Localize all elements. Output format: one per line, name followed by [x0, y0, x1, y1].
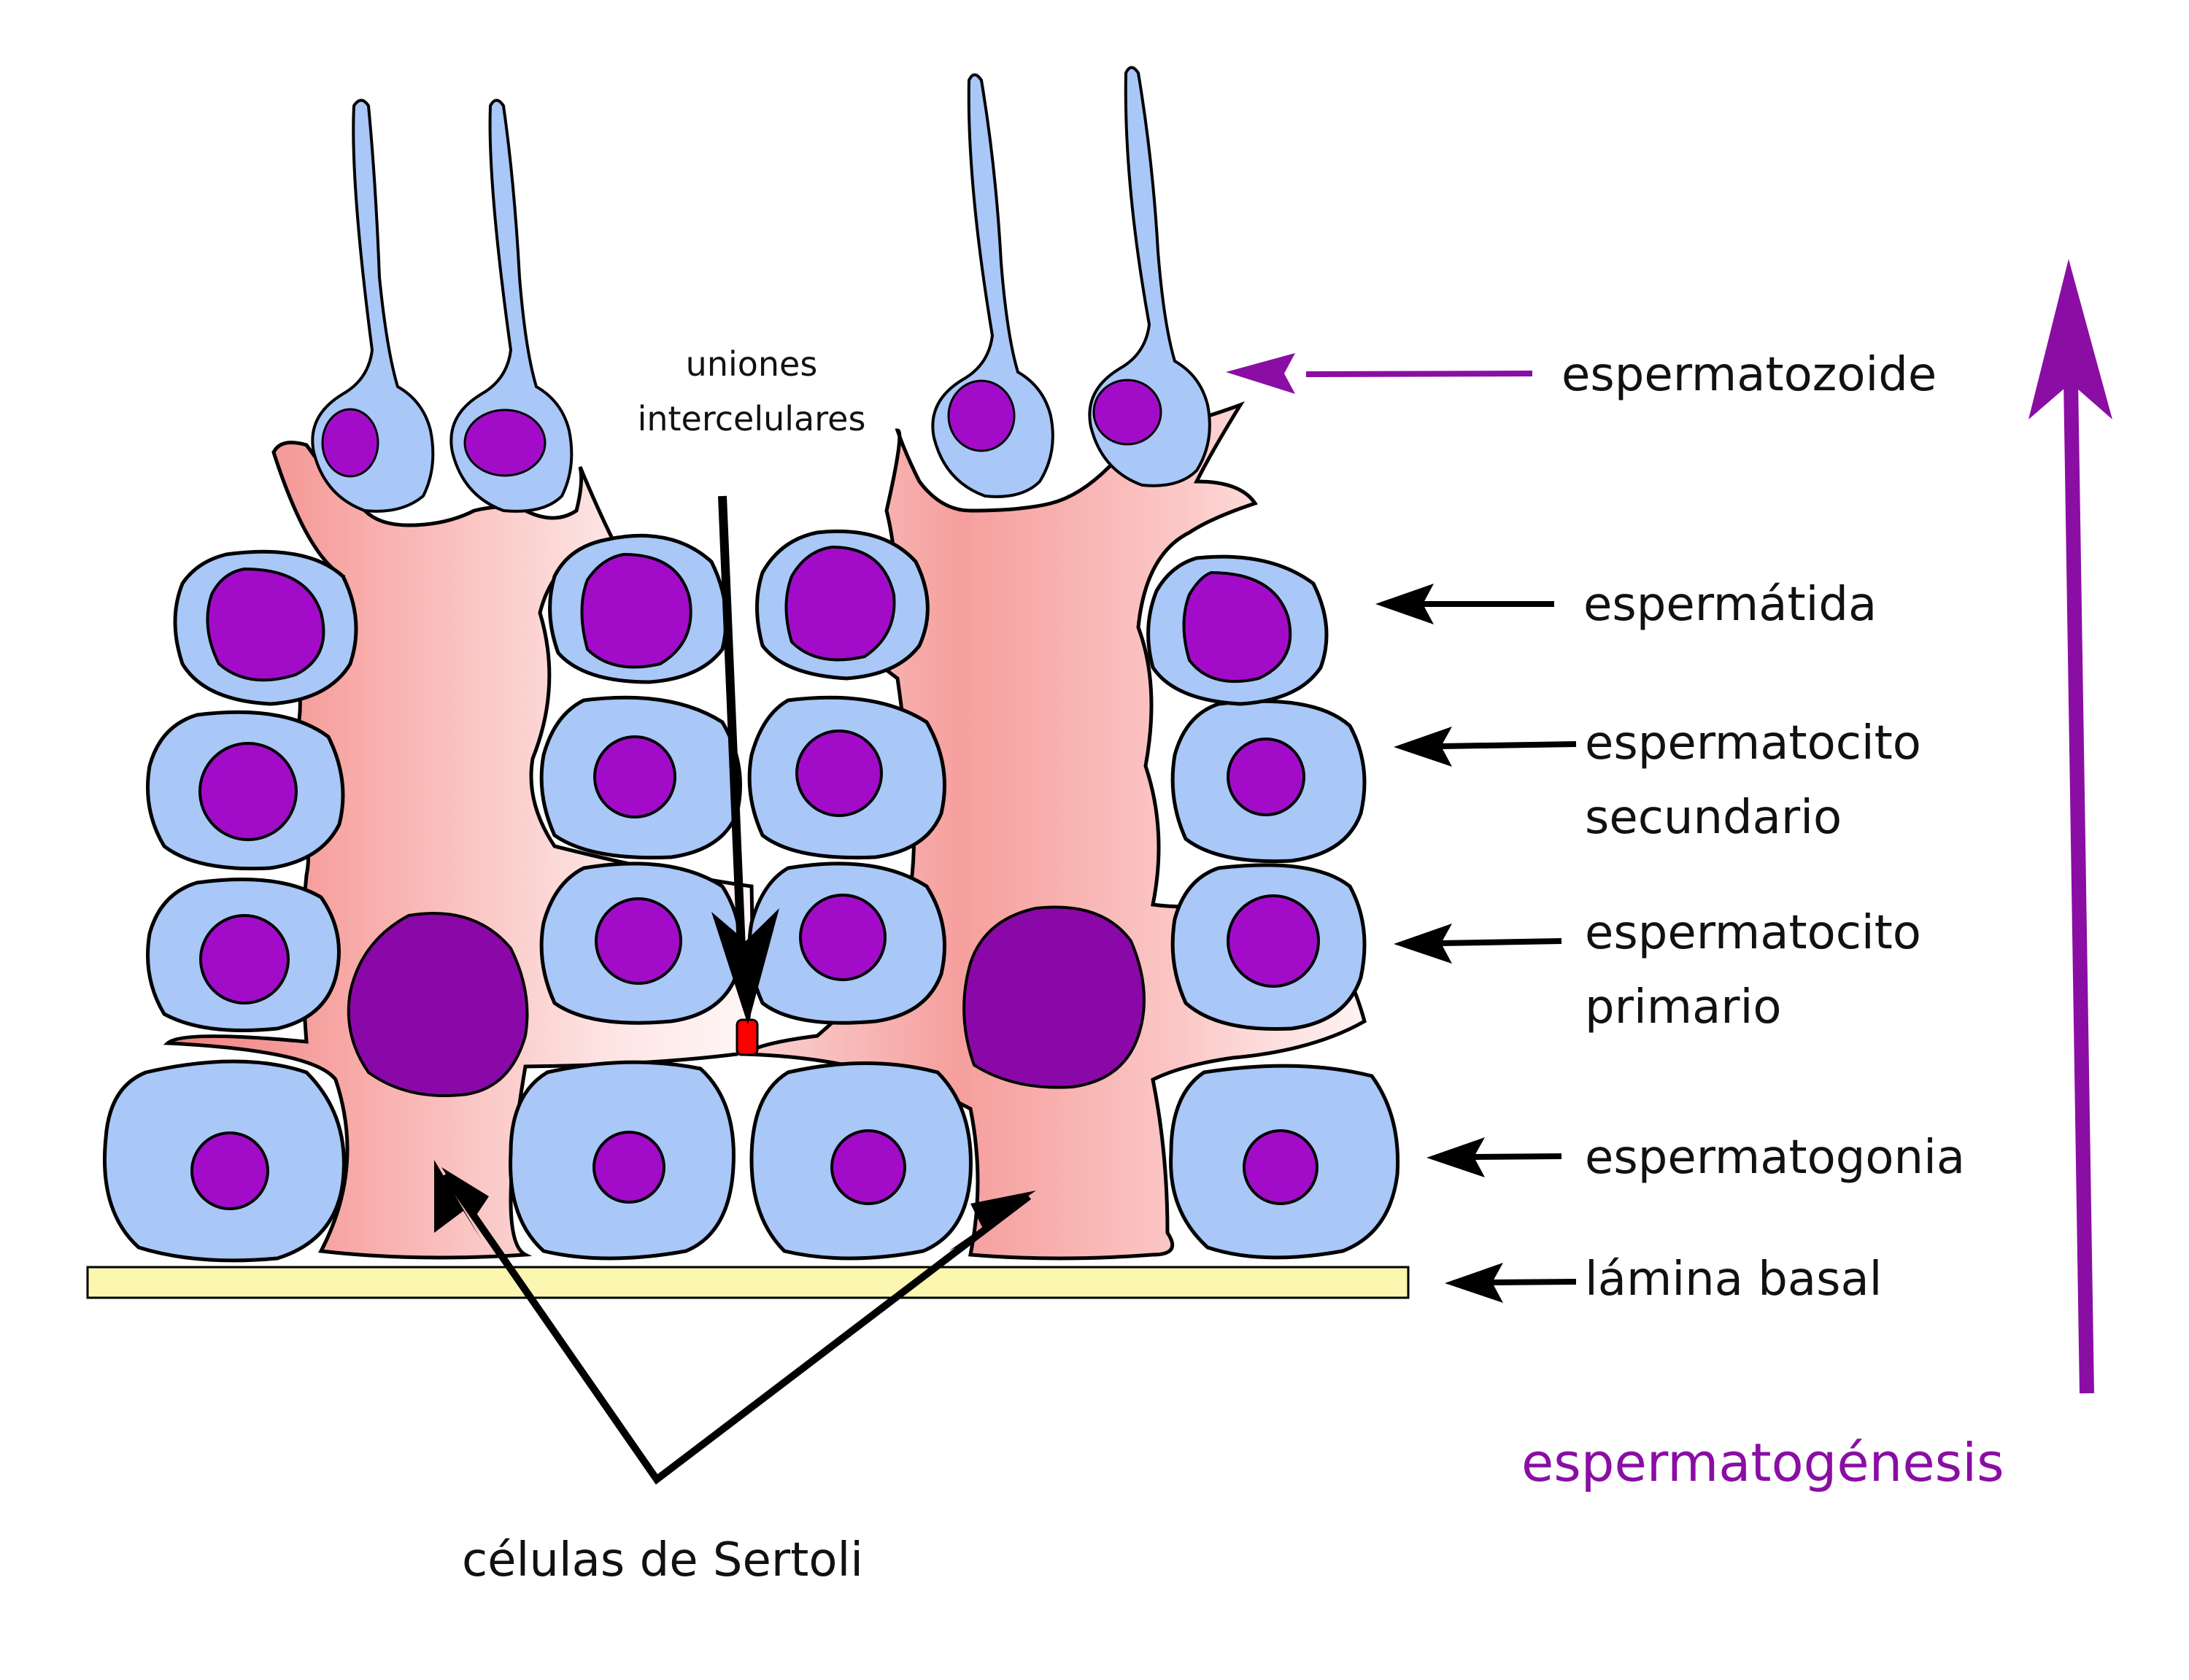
secondary-spermatocyte-nucleus	[1227, 738, 1305, 816]
junction-arrow	[711, 495, 779, 1025]
spermatogonium-nucleus	[592, 1131, 665, 1204]
spermatogonium-nucleus	[830, 1129, 906, 1205]
spermatogonia-cells	[102, 1059, 1400, 1263]
spermatozoon	[449, 98, 574, 513]
sertoli-nucleus-left	[347, 912, 529, 1097]
espermatocito-primario-label-line2: primario	[1585, 980, 1782, 1034]
secondary-spermatocyte-nucleus	[795, 729, 883, 817]
espermatocito-secundario-label-line1: espermatocito	[1585, 716, 1921, 770]
spermatozoon-arrow	[1305, 371, 1533, 377]
spermatozoon-nucleus	[321, 408, 379, 478]
spermatogenesis-direction-arrow	[2028, 259, 2112, 1394]
spermatozoon	[311, 98, 435, 513]
sertoli-nucleus-right	[962, 905, 1146, 1089]
secondary-spermatocyte-nucleus	[198, 742, 298, 841]
espermatozoide-label: espermatozoide	[1561, 348, 1937, 402]
lamina-basal-label: lámina basal	[1585, 1253, 1882, 1307]
spermatid-nucleus	[206, 567, 325, 682]
uniones-label-line1: uniones	[686, 344, 818, 384]
espermatocito-primario-label-line1: espermatocito	[1585, 906, 1921, 960]
sertoli-arrows	[434, 1160, 1036, 1485]
spermatozoon-nucleus	[1092, 379, 1162, 446]
spermatogonium-arrow	[1473, 1153, 1562, 1160]
label-arrows	[1226, 353, 1577, 1303]
espermatogonia-label: espermatogonia	[1585, 1131, 1965, 1185]
spermatid-cells	[173, 529, 1329, 706]
primary-spermatocyte-nucleus	[1227, 894, 1320, 988]
basal-lamina-strip	[86, 1266, 1410, 1299]
spermatid-nucleus	[580, 552, 692, 669]
primary-spermatocyte-nucleus	[799, 894, 887, 981]
spermatid-nucleus	[1182, 570, 1292, 684]
spermatozoon-nucleus	[947, 379, 1016, 452]
uniones-label-line2: intercelulares	[638, 399, 866, 438]
secondary-spermatocyte-cells	[146, 695, 1367, 871]
primary-spermatocyte-arrow	[1440, 938, 1562, 946]
espermatida-label: espermátida	[1583, 578, 1877, 632]
spermatozoa	[311, 66, 1211, 513]
primary-spermatocyte-nucleus	[199, 914, 290, 1004]
secondary-spermatocyte-nucleus	[593, 735, 676, 818]
secondary-spermatocyte-arrow	[1440, 741, 1577, 749]
espermatocito-secundario-label-line2: secundario	[1585, 791, 1842, 845]
espermatogenesis-label: espermatogénesis	[1521, 1432, 2004, 1493]
intercellular-junction	[736, 1018, 759, 1056]
spermatid-nucleus	[784, 545, 896, 662]
spermatogonium-nucleus	[190, 1131, 269, 1210]
sertoli-label: células de Sertoli	[462, 1533, 863, 1587]
primary-spermatocyte-nucleus	[595, 897, 682, 985]
primary-spermatocyte-cells	[146, 862, 1367, 1032]
spermatozoon-nucleus	[463, 409, 547, 477]
spermatogonium-nucleus	[1243, 1129, 1319, 1205]
